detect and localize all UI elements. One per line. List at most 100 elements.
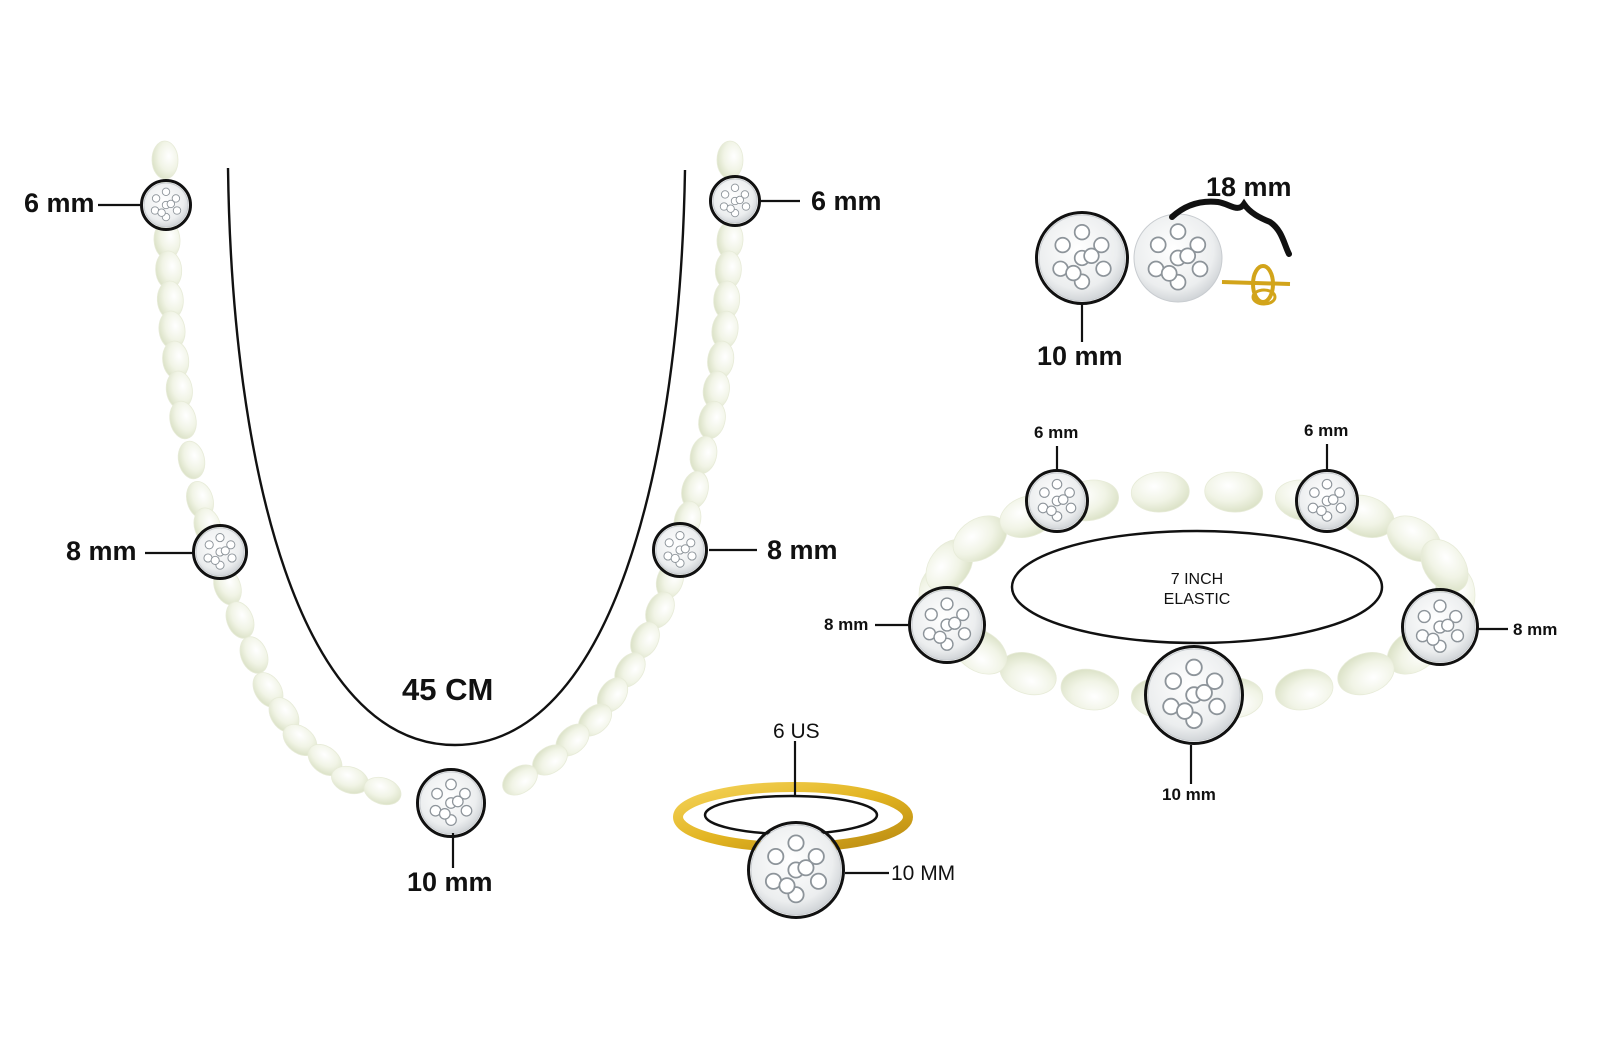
rhinestone xyxy=(1054,236,1071,254)
bracelet-crystal-balls xyxy=(908,469,1479,745)
bracelet-center-oval xyxy=(1010,529,1384,645)
necklace-label-mid-right: 8 mm xyxy=(767,535,838,565)
rhinestone xyxy=(1179,247,1197,265)
rhinestone xyxy=(1449,609,1463,624)
rhinestone xyxy=(1093,236,1110,254)
crystal-ball xyxy=(1144,645,1244,745)
rhinestone xyxy=(1057,494,1069,505)
callout-frame-circle xyxy=(1295,469,1359,533)
rhinestone xyxy=(687,551,697,561)
necklace-length-curve xyxy=(226,167,687,747)
rhinestone xyxy=(664,538,674,548)
pearl-bead xyxy=(689,435,718,475)
earring-post xyxy=(1221,280,1291,286)
crystal-ball xyxy=(709,175,761,227)
rhinestone xyxy=(730,183,740,192)
crystal-ball xyxy=(1025,469,1089,533)
rhinestone xyxy=(1169,223,1187,240)
callout-frame-circle xyxy=(652,522,708,578)
rhinestone xyxy=(1051,478,1063,490)
earring-stud-label: 10 mm xyxy=(1037,341,1123,371)
rhinestone xyxy=(807,847,825,866)
crystal-ball xyxy=(1295,469,1359,533)
rhinestone xyxy=(1417,609,1431,624)
pearl-bead xyxy=(698,400,726,440)
rhinestone xyxy=(1160,265,1178,282)
pearl-bead xyxy=(1420,539,1469,593)
ring-size-label: 6 US xyxy=(773,720,820,743)
pearl-bead xyxy=(1337,652,1395,696)
callout-frame-circle xyxy=(1144,645,1244,745)
crystal-ball xyxy=(747,821,845,919)
bracelet: 6 mm 6 mm 8 mm 8 mm 10 mm 7 INCH ELASTIC xyxy=(824,421,1557,804)
rhinestone xyxy=(1195,683,1213,702)
rhinestone xyxy=(459,787,471,800)
rhinestone xyxy=(797,859,815,877)
rhinestone xyxy=(1205,672,1224,690)
rhinestone xyxy=(1426,632,1440,646)
rhinestone xyxy=(460,804,473,817)
rhinestone xyxy=(778,877,796,895)
pearl-bead xyxy=(177,440,206,480)
rhinestone xyxy=(1065,502,1077,514)
crystal-ball xyxy=(416,768,486,838)
bracelet-label-mid-right: 8 mm xyxy=(1513,620,1557,639)
pearl-bead xyxy=(1060,668,1119,711)
rhinestone xyxy=(741,202,751,211)
rhinestone xyxy=(1321,478,1333,490)
rhinestone xyxy=(1208,697,1226,716)
rhinestone xyxy=(720,190,730,199)
pearl-bead xyxy=(716,140,744,180)
rhinestone xyxy=(740,190,750,199)
pearl-bead xyxy=(1204,471,1264,513)
callout-frame-circle xyxy=(416,768,486,838)
rhinestone xyxy=(1064,487,1075,498)
rhinestone xyxy=(924,607,938,622)
crystal-ball xyxy=(1401,588,1479,666)
ring-stone-label: 10 MM xyxy=(891,862,955,885)
callout-frame-circle xyxy=(192,524,248,580)
rhinestone xyxy=(735,195,745,205)
rhinestone xyxy=(445,778,457,791)
rhinestone xyxy=(933,630,947,644)
rhinestone xyxy=(940,597,954,611)
callout-frame-circle xyxy=(1035,211,1129,305)
earring-front-view xyxy=(1035,211,1129,305)
rhinestone xyxy=(166,199,176,209)
rhinestone xyxy=(1164,672,1183,690)
rhinestone xyxy=(172,206,182,215)
rhinestone xyxy=(210,555,220,565)
crystal-ball xyxy=(1035,211,1129,305)
rhinestone xyxy=(226,540,236,550)
pearl-bead xyxy=(1130,471,1190,513)
callout-frame-circle xyxy=(1401,588,1479,666)
pearl-bead xyxy=(363,776,402,806)
crystal-ball xyxy=(140,179,192,231)
rhinestone xyxy=(1039,487,1050,498)
bracelet-label-mid-left: 8 mm xyxy=(824,615,868,634)
rhinestone xyxy=(809,872,828,890)
pearl-bead xyxy=(1275,668,1334,711)
rhinestone xyxy=(204,540,214,550)
necklace: 6 mm 6 mm 8 mm 8 mm 10 mm 45 CM xyxy=(24,140,882,897)
rhinestone xyxy=(1176,702,1194,720)
ring: 6 US 10 MM xyxy=(673,720,955,919)
rhinestone xyxy=(680,544,690,554)
crystal-ball xyxy=(908,586,986,664)
rhinestone xyxy=(1046,505,1057,517)
necklace-label-bottom: 10 mm xyxy=(407,867,493,897)
earring-length-label: 18 mm xyxy=(1206,172,1292,202)
rhinestone xyxy=(1309,487,1320,498)
rhinestone xyxy=(151,194,161,203)
crystal-ball xyxy=(1133,213,1223,303)
rhinestone xyxy=(1433,599,1447,613)
necklace-pearls xyxy=(151,140,744,806)
callout-frame-circle xyxy=(908,586,986,664)
rhinestone xyxy=(451,795,464,808)
rhinestone xyxy=(1334,487,1345,498)
crystal-ball xyxy=(192,524,248,580)
rhinestone xyxy=(1316,505,1327,517)
rhinestone xyxy=(227,553,237,563)
rhinestone xyxy=(1073,224,1091,241)
